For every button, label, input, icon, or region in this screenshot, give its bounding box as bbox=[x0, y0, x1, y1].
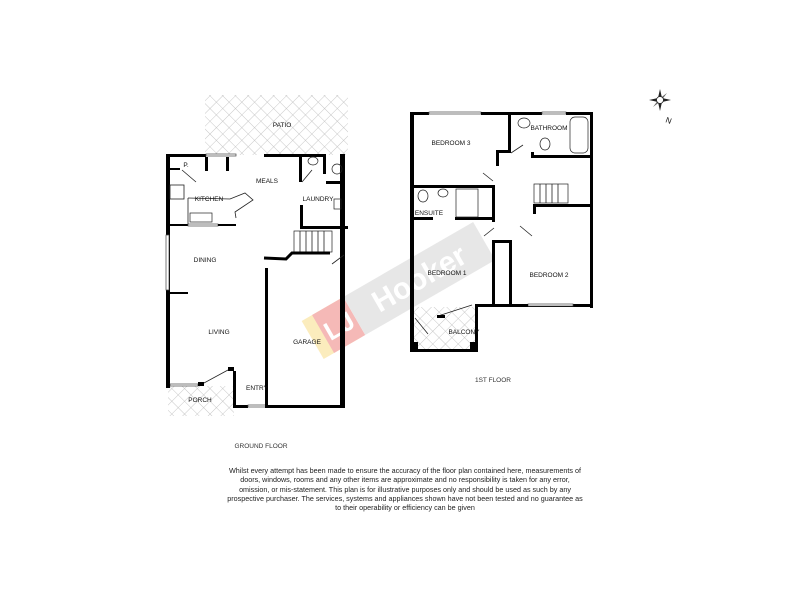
room-label-kitchen: KITCHEN bbox=[195, 196, 224, 203]
room-label-dining: DINING bbox=[194, 257, 217, 264]
room-label-entry: ENTRY bbox=[246, 385, 269, 392]
room-label-living: LIVING bbox=[208, 329, 229, 336]
room-label-balcony: BALCONY bbox=[448, 329, 480, 336]
room-label-ensuite: ENSUITE bbox=[415, 210, 444, 217]
room-label-garage: GARAGE bbox=[293, 339, 321, 346]
room-label-meals: MEALS bbox=[256, 178, 279, 185]
compass-north-label: N bbox=[664, 115, 673, 126]
first-floor-plan bbox=[410, 111, 593, 352]
stairs bbox=[533, 183, 569, 204]
room-label-bedroom1: BEDROOM 1 bbox=[427, 270, 466, 277]
patio-area bbox=[205, 95, 348, 155]
room-label-pantry: P. bbox=[183, 162, 188, 169]
compass-rose-icon: N bbox=[649, 89, 673, 126]
room-label-patio: PATIO bbox=[273, 122, 292, 129]
stairs bbox=[293, 230, 333, 253]
balcony-area bbox=[413, 307, 477, 352]
room-label-laundry: LAUNDRY bbox=[303, 196, 335, 203]
room-label-bathroom: BATHROOM bbox=[530, 125, 567, 132]
first-floor-title: 1ST FLOOR bbox=[475, 377, 511, 384]
disclaimer-text: Whilst every attempt has been made to en… bbox=[227, 466, 583, 513]
ground-floor-title: GROUND FLOOR bbox=[234, 443, 287, 450]
ground-floor-plan bbox=[165, 95, 348, 416]
room-label-bedroom2: BEDROOM 2 bbox=[529, 272, 568, 279]
porch-area bbox=[168, 386, 234, 416]
room-label-porch: PORCH bbox=[188, 397, 212, 404]
room-label-bedroom3: BEDROOM 3 bbox=[431, 140, 470, 147]
